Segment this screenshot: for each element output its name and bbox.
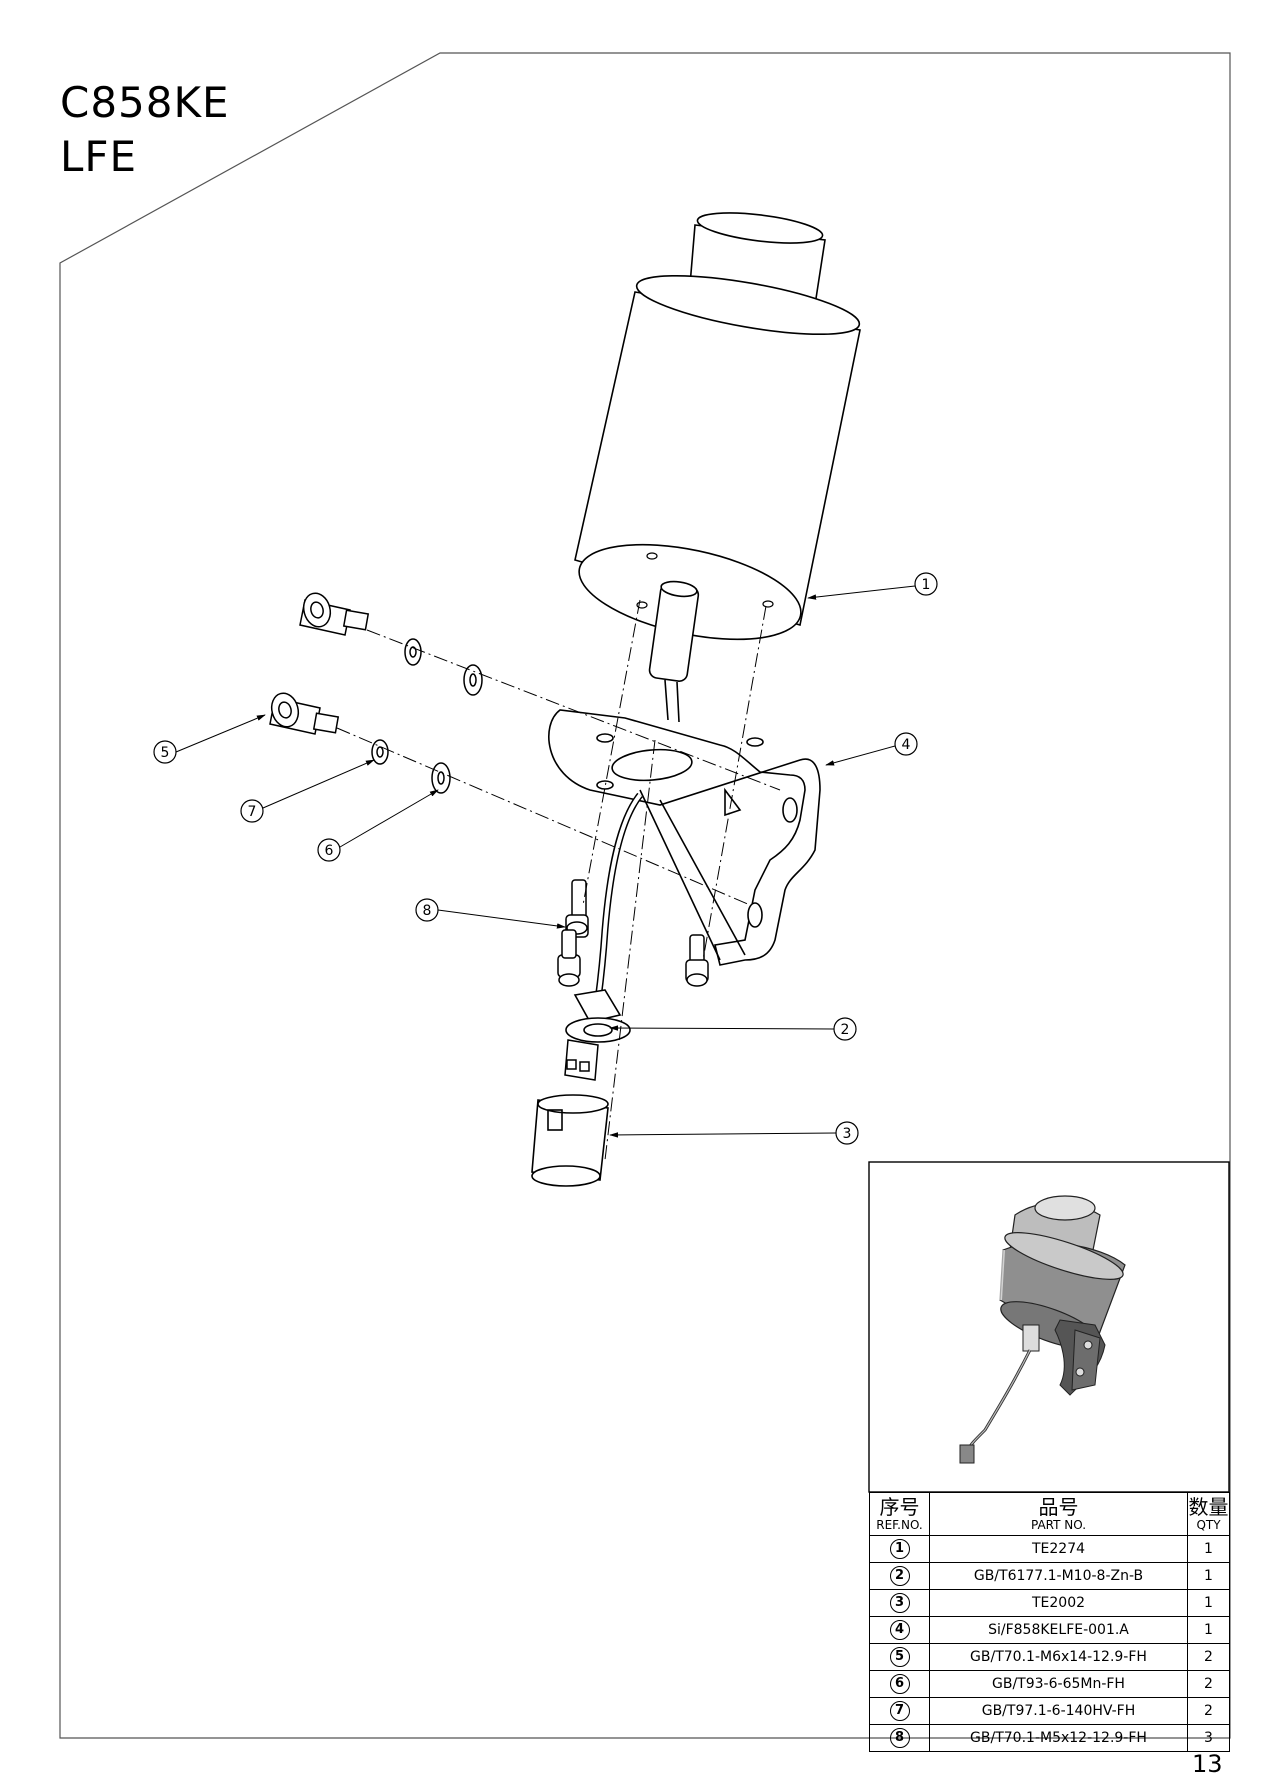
table-row: 7 GB/T97.1-6-140HV-FH 2: [869, 1697, 1230, 1725]
table-header-row: 序号 REF.NO. 品号 PART NO. 数量 QTY: [869, 1492, 1230, 1536]
qty-cell: 2: [1187, 1697, 1230, 1725]
callout-6: 6: [325, 843, 334, 859]
part-no-header: 品号 PART NO.: [929, 1492, 1188, 1536]
qty-cell: 1: [1187, 1616, 1230, 1644]
qty-header: 数量 QTY: [1187, 1492, 1230, 1536]
sensor-cable: [594, 792, 643, 1001]
inset-3d-view: [959, 1195, 1126, 1464]
part-cell: TE2002: [929, 1589, 1188, 1617]
nut-part-2: [565, 989, 631, 1043]
table-row: 5 GB/T70.1-M6x14-12.9-FH 2: [869, 1643, 1230, 1671]
page-number: 13: [1192, 1750, 1223, 1778]
callout-2: 2: [841, 1022, 850, 1038]
motor-part: [574, 212, 861, 723]
qty-cell: 2: [1187, 1670, 1230, 1698]
ref-cell: 5: [869, 1643, 930, 1671]
qty-cell: 1: [1187, 1535, 1230, 1563]
callout-4: 4: [902, 737, 911, 753]
part-cell: Si/F858KELFE-001.A: [929, 1616, 1188, 1644]
screw-part-8: [557, 879, 709, 987]
table-row: 2 GB/T6177.1-M10-8-Zn-B 1: [869, 1562, 1230, 1590]
ref-cell: 4: [869, 1616, 930, 1644]
table-row: 4 Si/F858KELFE-001.A 1: [869, 1616, 1230, 1644]
callout-3: 3: [843, 1126, 852, 1142]
part-cell: GB/T70.1-M6x14-12.9-FH: [929, 1643, 1188, 1671]
ref-cell: 8: [869, 1724, 930, 1752]
ref-cell: 1: [869, 1535, 930, 1563]
table-row: 1 TE2274 1: [869, 1535, 1230, 1563]
qty-cell: 2: [1187, 1643, 1230, 1671]
table-row: 8 GB/T70.1-M5x12-12.9-FH 3: [869, 1724, 1230, 1752]
connector: [564, 1039, 599, 1081]
upper-fasteners: [299, 592, 483, 696]
part-cell: TE2274: [929, 1535, 1188, 1563]
part-cell: GB/T93-6-65Mn-FH: [929, 1670, 1188, 1698]
sheet-border: [59, 52, 1231, 1739]
model-title: C858KE: [60, 78, 230, 127]
qty-cell: 1: [1187, 1562, 1230, 1590]
part-cell: GB/T6177.1-M10-8-Zn-B: [929, 1562, 1188, 1590]
callout-7: 7: [248, 804, 257, 820]
qty-cell: 3: [1187, 1724, 1230, 1752]
ref-cell: 7: [869, 1697, 930, 1725]
part-cell: GB/T70.1-M5x12-12.9-FH: [929, 1724, 1188, 1752]
lower-fasteners: [269, 692, 451, 794]
ref-cell: 3: [869, 1589, 930, 1617]
table-row: 6 GB/T93-6-65Mn-FH 2: [869, 1670, 1230, 1698]
cap-part-3: [531, 1094, 609, 1187]
part-cell: GB/T97.1-6-140HV-FH: [929, 1697, 1188, 1725]
qty-cell: 1: [1187, 1589, 1230, 1617]
bracket-part: [548, 709, 821, 966]
ref-cell: 2: [869, 1562, 930, 1590]
callout-1: 1: [922, 577, 931, 593]
assembly-subtitle: LFE: [60, 132, 138, 181]
table-row: 3 TE2002 1: [869, 1589, 1230, 1617]
ref-no-header: 序号 REF.NO.: [869, 1492, 930, 1536]
parts-list-table: 序号 REF.NO. 品号 PART NO. 数量 QTY 1 TE2274 1…: [869, 1492, 1230, 1752]
callout-8: 8: [423, 903, 432, 919]
callout-5: 5: [161, 745, 170, 761]
ref-cell: 6: [869, 1670, 930, 1698]
